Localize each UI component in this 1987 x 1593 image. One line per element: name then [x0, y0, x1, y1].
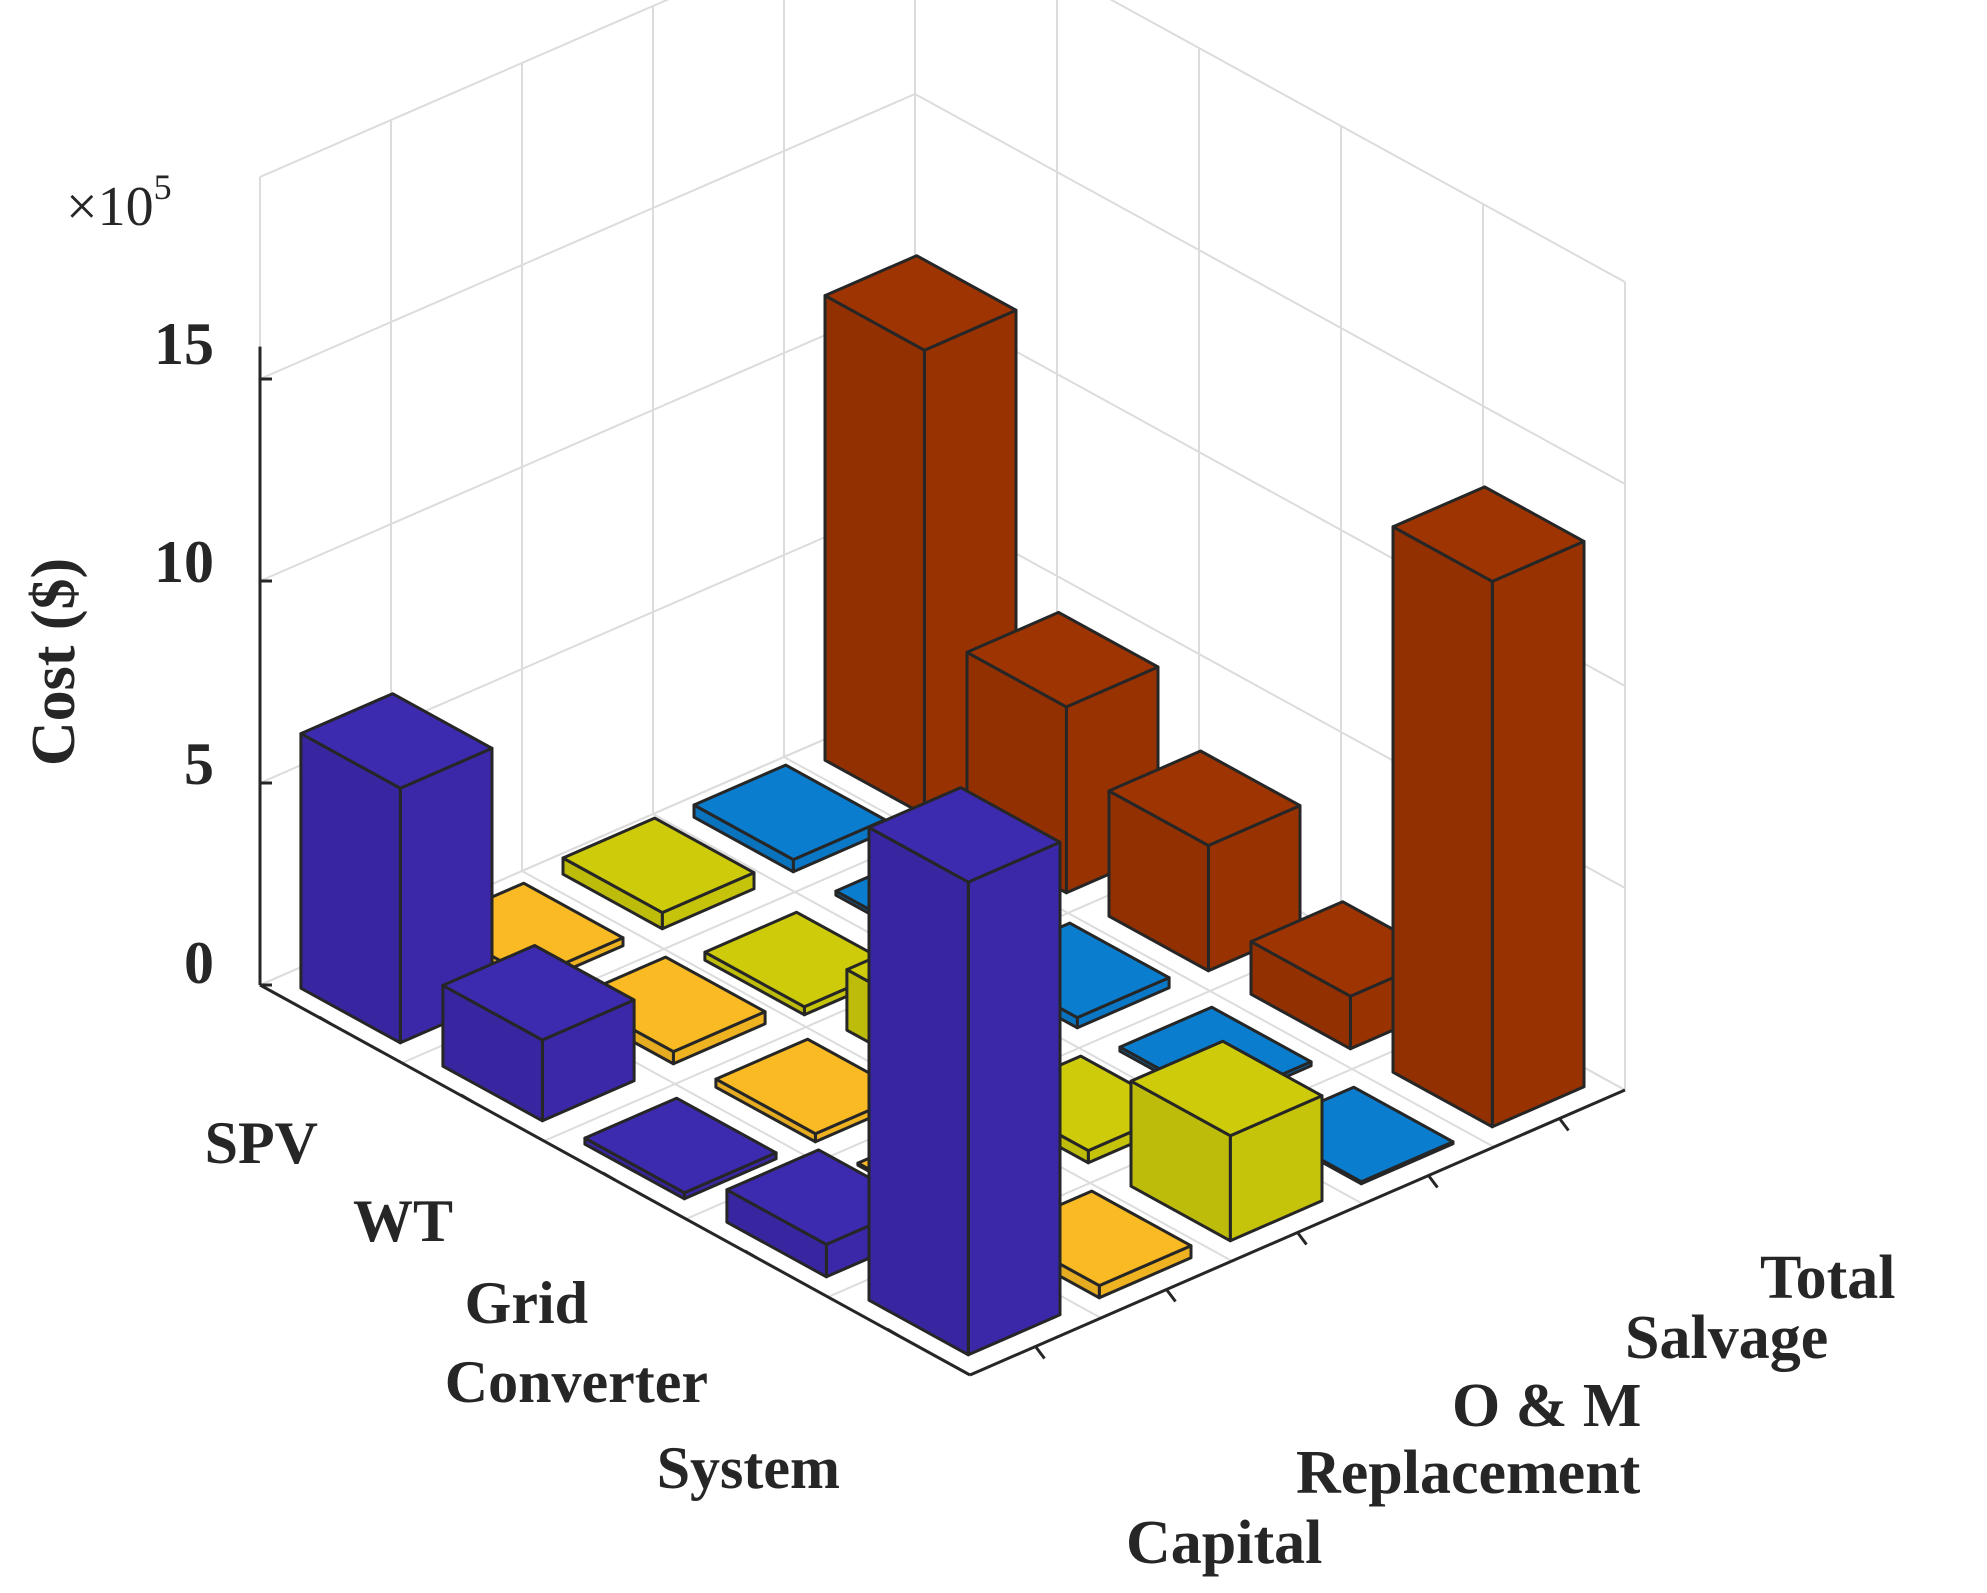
bars-layer — [299, 254, 1586, 1357]
bar-face-side — [867, 826, 970, 1357]
bar — [561, 816, 756, 931]
bar-face-top — [1391, 485, 1586, 583]
cost-type-label: Replacement — [1296, 1439, 1641, 1507]
component-label: Converter — [445, 1349, 708, 1415]
grid-line-back-horizontal — [259, 0, 670, 178]
bar-face-top — [1107, 749, 1302, 847]
axes-layer — [258, 346, 1626, 1377]
grid-line-side-horizontal — [1109, 0, 1626, 283]
cost-type-tick — [1296, 1231, 1308, 1246]
cost-type-label: O & M — [1452, 1372, 1641, 1440]
component-tick — [460, 1093, 474, 1104]
component-tick — [318, 1015, 332, 1026]
bar-face-top — [823, 254, 1018, 352]
exponent-base: ×10 — [66, 176, 154, 238]
cost-type-tick — [1165, 1288, 1177, 1303]
cost-type-label: Capital — [1126, 1509, 1322, 1577]
z-tick-label: 0 — [184, 930, 214, 996]
cost-type-label: Salvage — [1625, 1304, 1828, 1372]
cost-type-tick — [1427, 1174, 1439, 1189]
grid-line-back-horizontal — [259, 93, 916, 380]
ylabel: Cost ($) — [20, 558, 88, 766]
exponent-power: 5 — [154, 167, 172, 207]
component-tick — [602, 1171, 616, 1182]
grid-line-back-horizontal — [259, 295, 916, 582]
component-tick — [744, 1249, 758, 1260]
bar — [867, 786, 1062, 1357]
bar — [583, 1096, 778, 1201]
bar-face-top — [561, 816, 756, 915]
cost-type-label: Total — [1760, 1244, 1896, 1312]
component-label: WT — [353, 1188, 453, 1254]
bar-face-front — [1490, 539, 1586, 1129]
exponent-label: ×105 — [66, 167, 172, 238]
bar-face-side — [823, 294, 926, 817]
bar-face-top — [867, 786, 1062, 884]
cost-type-tick — [1034, 1345, 1046, 1360]
bar-face-top — [1129, 1039, 1324, 1138]
cost-type-tick — [1558, 1117, 1570, 1132]
z-tick-label: 5 — [184, 731, 214, 797]
component-label: System — [657, 1435, 840, 1501]
bar-face-top — [583, 1096, 778, 1195]
bar-face-top — [965, 610, 1160, 709]
bar-face-side — [1391, 525, 1494, 1129]
labels-layer: Cost ($) ×105 0 5 10 15 SPV WT Grid Conv… — [20, 167, 1896, 1577]
bar-face-front — [966, 840, 1062, 1357]
component-label: Grid — [465, 1270, 588, 1336]
bar-face-top — [299, 692, 494, 790]
bar — [441, 944, 636, 1123]
component-label: SPV — [205, 1110, 318, 1176]
component-tick — [886, 1327, 900, 1338]
bar-face-top — [572, 955, 767, 1054]
bar — [1107, 749, 1302, 973]
z-tick-label: 15 — [154, 311, 214, 377]
bar — [692, 763, 887, 874]
bar-face-top — [441, 944, 636, 1042]
grid-line-side-horizontal — [914, 93, 1626, 485]
z-tick-label: 10 — [154, 529, 214, 595]
bar — [1391, 485, 1586, 1129]
bar — [1129, 1039, 1324, 1243]
bar — [299, 692, 494, 1045]
